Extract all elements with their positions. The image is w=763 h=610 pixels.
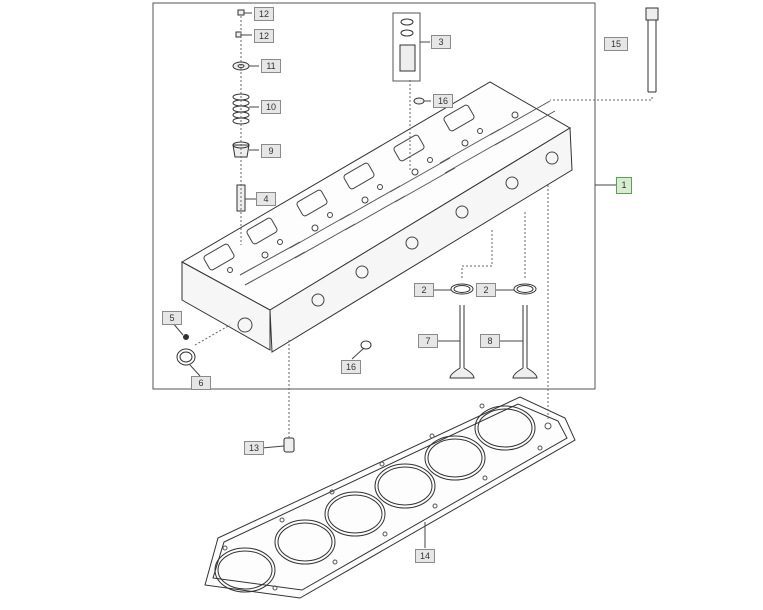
valve-seal-right (513, 283, 537, 295)
callout-2-right[interactable]: 2 (476, 283, 496, 297)
callout-12-keeper-top[interactable]: 12 (254, 7, 274, 21)
callout-3[interactable]: 3 (431, 35, 451, 49)
callout-5[interactable]: 5 (162, 311, 182, 325)
callout-16-top[interactable]: 16 (433, 94, 453, 108)
callout-7[interactable]: 7 (418, 334, 438, 348)
callout-12-keeper-bottom[interactable]: 12 (254, 29, 274, 43)
callout-15[interactable]: 15 (604, 37, 628, 51)
assembly-frame (152, 2, 596, 390)
dowel-sleeve (283, 437, 295, 453)
head-gasket (204, 396, 576, 599)
callout-1[interactable]: 1 (616, 177, 632, 194)
o-ring-large (176, 348, 196, 366)
exhaust-valve (512, 305, 538, 379)
callout-8[interactable]: 8 (480, 334, 500, 348)
callout-10[interactable]: 10 (261, 100, 281, 114)
plug-small (183, 334, 189, 340)
callout-6[interactable]: 6 (191, 376, 211, 390)
cylinder-head-bolt (645, 7, 659, 93)
callout-2-left[interactable]: 2 (414, 283, 434, 297)
callout-16-bottom[interactable]: 16 (341, 360, 361, 374)
cylinder-head (180, 81, 573, 353)
injector-sleeve-kit (392, 12, 421, 82)
callout-4[interactable]: 4 (256, 192, 276, 206)
callout-13[interactable]: 13 (244, 441, 264, 455)
callout-9[interactable]: 9 (261, 144, 281, 158)
callout-11[interactable]: 11 (261, 59, 281, 73)
intake-valve (449, 305, 475, 379)
keeper-top (237, 9, 245, 16)
valve-seat-insert (232, 141, 250, 158)
seal-ring-top (413, 97, 425, 105)
keeper-bottom (235, 31, 242, 38)
seal-ring-bottom (360, 340, 372, 350)
valve-seal-left (450, 283, 474, 295)
callout-14[interactable]: 14 (415, 549, 435, 563)
